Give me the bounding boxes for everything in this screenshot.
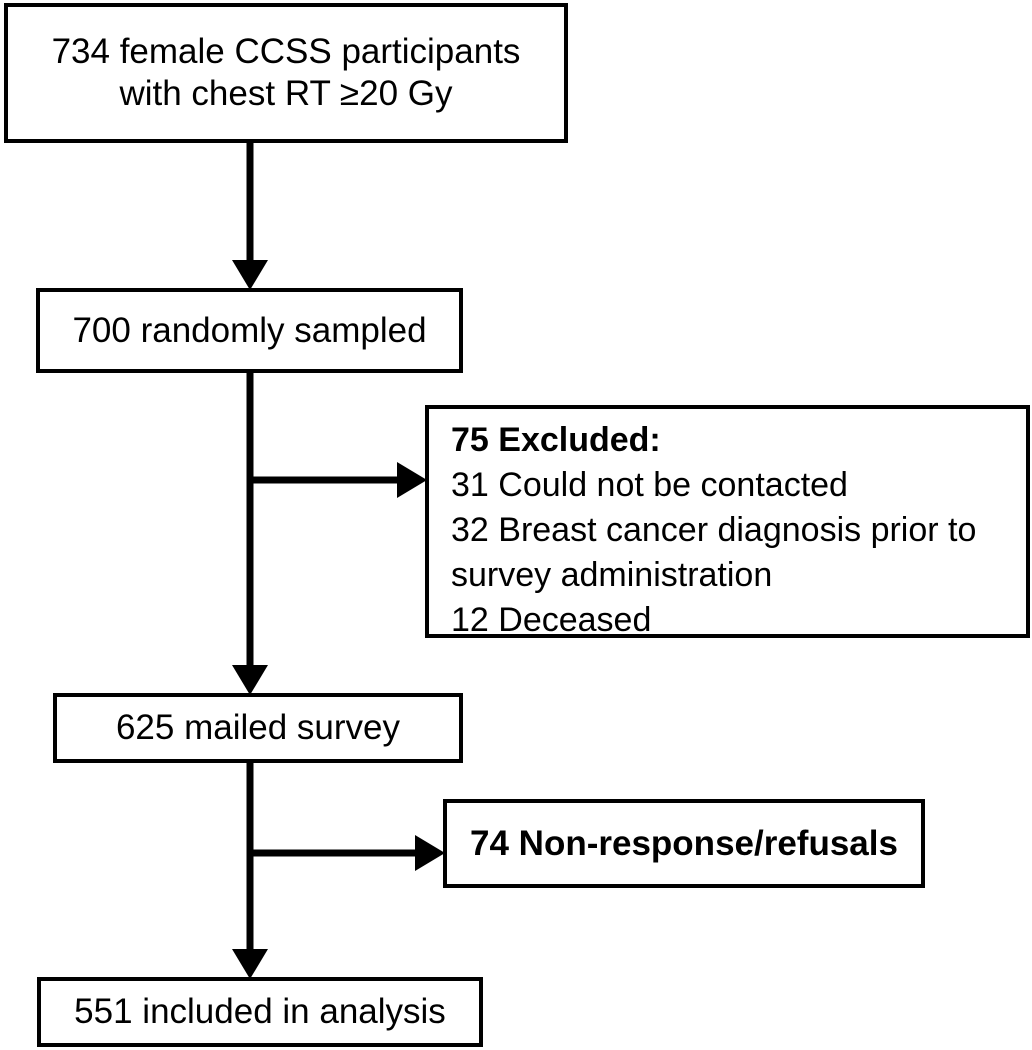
excluded-item: 12 Deceased (451, 601, 652, 639)
participants-line2: with chest RT ≥20 Gy (119, 74, 453, 113)
arrow-branch-to-nonresponse (247, 835, 445, 871)
excluded-item: 32 Breast cancer diagnosis prior to surv… (451, 511, 977, 594)
box-excluded: 75 Excluded: 31 Could not be contacted 3… (425, 405, 1030, 639)
arrow-participants-to-sampled (232, 141, 268, 290)
excluded-heading: 75 Excluded: (451, 421, 661, 459)
participants-line1: 734 female CCSS participants (51, 32, 521, 71)
box-participants-text: 734 female CCSS participants with chest … (52, 31, 521, 115)
box-nonresponse-refusals: 74 Non-response/refusals (443, 799, 925, 888)
box-participants: 734 female CCSS participants with chest … (4, 3, 568, 143)
arrow-branch-to-excluded (247, 462, 427, 498)
box-included-in-analysis: 551 included in analysis (37, 977, 483, 1047)
sampled-text: 700 randomly sampled (72, 310, 427, 350)
mailed-text: 625 mailed survey (115, 708, 401, 747)
nonresponse-text: 74 Non-response/refusals (470, 823, 898, 863)
included-text: 551 included in analysis (74, 992, 446, 1031)
box-randomly-sampled: 700 randomly sampled (36, 288, 463, 373)
excluded-item: 31 Could not be contacted (451, 466, 848, 504)
box-mailed-survey: 625 mailed survey (53, 693, 463, 763)
arrow-mailed-to-included (232, 761, 268, 979)
arrow-sampled-to-mailed (232, 371, 268, 695)
